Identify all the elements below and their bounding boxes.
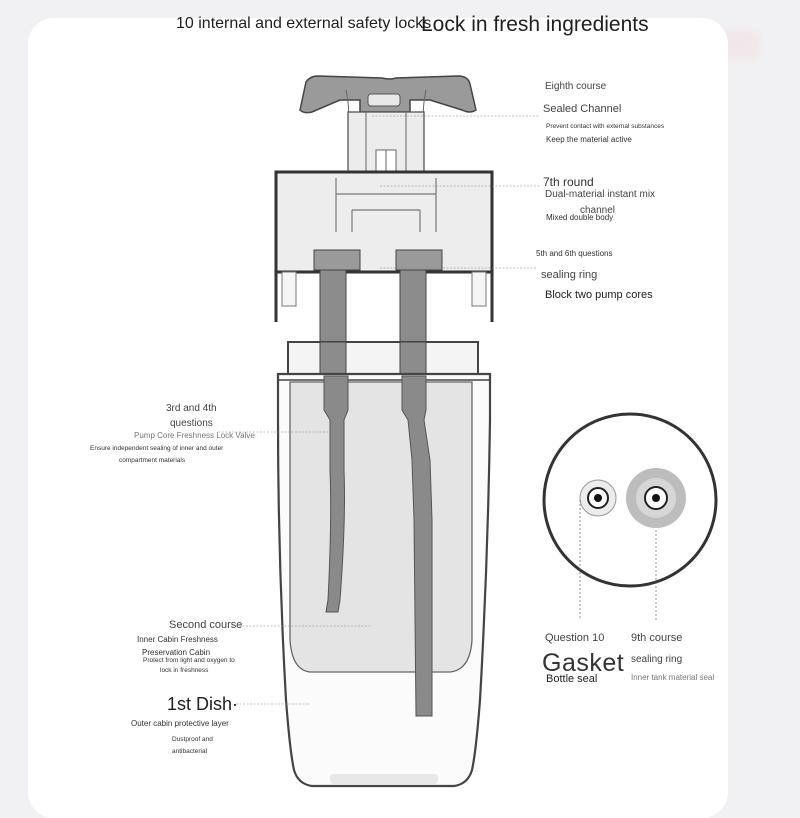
- label-ninth-course: 9th course: [631, 632, 683, 644]
- label-dual-material: Dual-material instant mix: [545, 189, 656, 200]
- label-inner-cabin: Inner Cabin Freshness: [137, 635, 218, 644]
- label-questions: questions: [170, 418, 213, 429]
- label-block-pump: Block two pump cores: [545, 289, 653, 301]
- label-compartment: compartment materials: [119, 457, 186, 464]
- bottle-diagram: [218, 75, 718, 788]
- label-ensure-sealing: Ensure independent sealing of inner and …: [90, 445, 224, 452]
- label-gasket: Gasket: [542, 649, 625, 677]
- label-sealed-channel: Sealed Channel: [543, 103, 622, 115]
- title-part-2: Lock in fresh ingredients: [421, 13, 649, 36]
- label-outer-cabin: Outer cabin protective layer: [131, 719, 229, 728]
- label-channel: channel: [580, 205, 616, 216]
- label-inner-tank-seal: Inner tank material seal: [631, 673, 715, 682]
- cap-body: [274, 170, 494, 274]
- label-fifth-sixth: 5th and 6th questions: [536, 249, 613, 258]
- label-preservation-cabin: Preservation Cabin: [142, 648, 211, 657]
- label-second-course: Second course: [169, 619, 243, 631]
- label-dustproof: Dustproof and: [172, 736, 213, 743]
- label-eighth-course: Eighth course: [545, 81, 607, 92]
- label-seventh-round: 7th round: [543, 175, 594, 189]
- inner-tube-right: [401, 375, 433, 717]
- pump-valve-right: [395, 249, 443, 271]
- bottle-neck: [287, 341, 479, 377]
- inner-cabin: [289, 381, 473, 673]
- label-protect-light: Protect from light and oxygen to: [143, 657, 235, 664]
- label-lock-freshness: lock in freshness: [160, 667, 209, 674]
- title-part-1: 10 internal and external safety locks: [176, 15, 432, 32]
- label-question-10: Question 10: [545, 632, 605, 644]
- label-antibacterial: antibacterial: [172, 748, 208, 755]
- label-keep-active: Keep the material active: [546, 135, 632, 144]
- pump-valve-left: [313, 249, 361, 271]
- label-pump-core-valve: Pump Core Freshness Lock Valve: [134, 431, 255, 440]
- label-first-dish: 1st Dish·: [167, 694, 239, 714]
- label-sealing-ring: sealing ring: [541, 269, 598, 281]
- label-mixed-double: Mixed double body: [546, 213, 614, 222]
- label-third-fourth: 3rd and 4th: [166, 403, 217, 414]
- label-prevent-contact: Prevent contact with external substances: [546, 123, 665, 130]
- label-bottle-seal: Bottle seal: [546, 673, 598, 685]
- inner-tube-left: [323, 375, 349, 613]
- label-sealing-ring-9: sealing ring: [631, 654, 683, 665]
- pump-head-window: [367, 93, 401, 107]
